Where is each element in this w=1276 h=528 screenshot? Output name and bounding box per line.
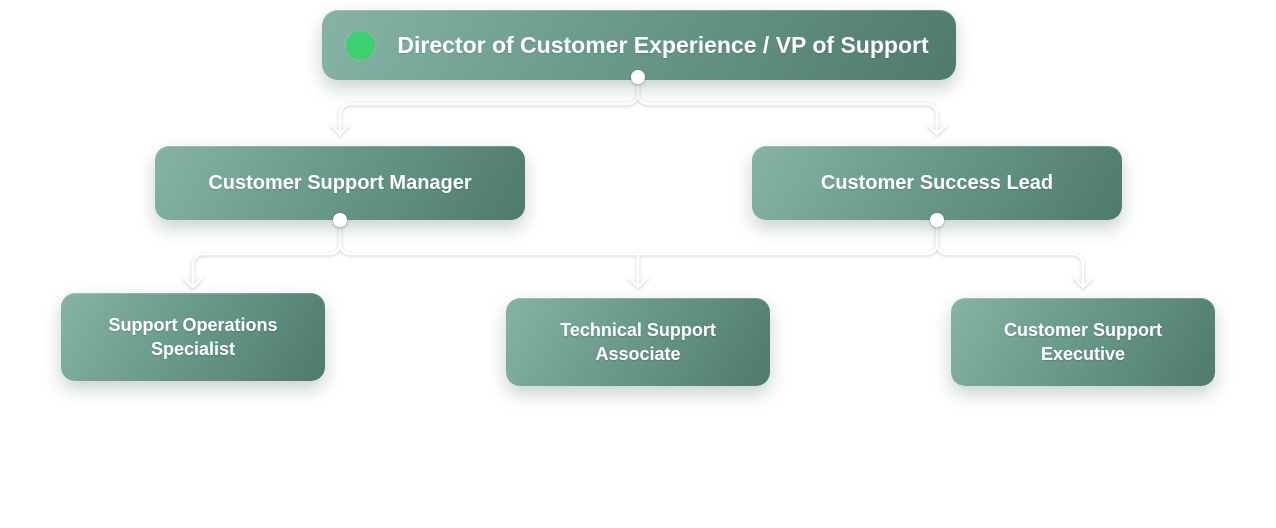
node-director-label: Director of Customer Experience / VP of … <box>397 31 929 58</box>
edge-director-to-success-lead <box>636 75 939 136</box>
port-support-manager[interactable] <box>333 213 347 227</box>
node-director[interactable]: Director of Customer Experience / VP of … <box>322 10 956 80</box>
status-dot-icon <box>346 31 375 60</box>
edge-success-lead-to-technical <box>636 218 939 256</box>
arrow-technical <box>627 276 649 289</box>
node-support-executive-label: Customer Support Executive <box>1003 320 1162 364</box>
arrow-success-lead <box>926 123 948 136</box>
node-support-manager-label: Customer Support Manager <box>208 171 472 194</box>
port-director[interactable] <box>631 70 645 84</box>
node-support-executive[interactable]: Customer Support Executive <box>951 298 1215 386</box>
node-success-lead[interactable]: Customer Success Lead <box>752 146 1122 220</box>
node-operations-specialist[interactable]: Support Operations Specialist <box>61 293 325 381</box>
edge-support-manager-to-technical <box>338 240 640 289</box>
edge-director-to-support-manager <box>338 75 640 136</box>
arrow-support-manager <box>329 123 351 136</box>
port-success-lead[interactable] <box>930 213 944 227</box>
node-technical-associate[interactable]: Technical Support Associate <box>506 298 770 386</box>
node-technical-associate-label: Technical Support Associate <box>560 320 716 364</box>
edge-success-lead-to-executive <box>935 240 1085 289</box>
arrow-operations <box>182 276 204 289</box>
edge-support-manager-to-operations <box>191 218 342 289</box>
node-success-lead-label: Customer Success Lead <box>820 171 1054 194</box>
arrow-executive <box>1072 276 1094 289</box>
node-support-manager[interactable]: Customer Support Manager <box>155 146 525 220</box>
node-operations-specialist-label: Support Operations Specialist <box>108 315 278 359</box>
